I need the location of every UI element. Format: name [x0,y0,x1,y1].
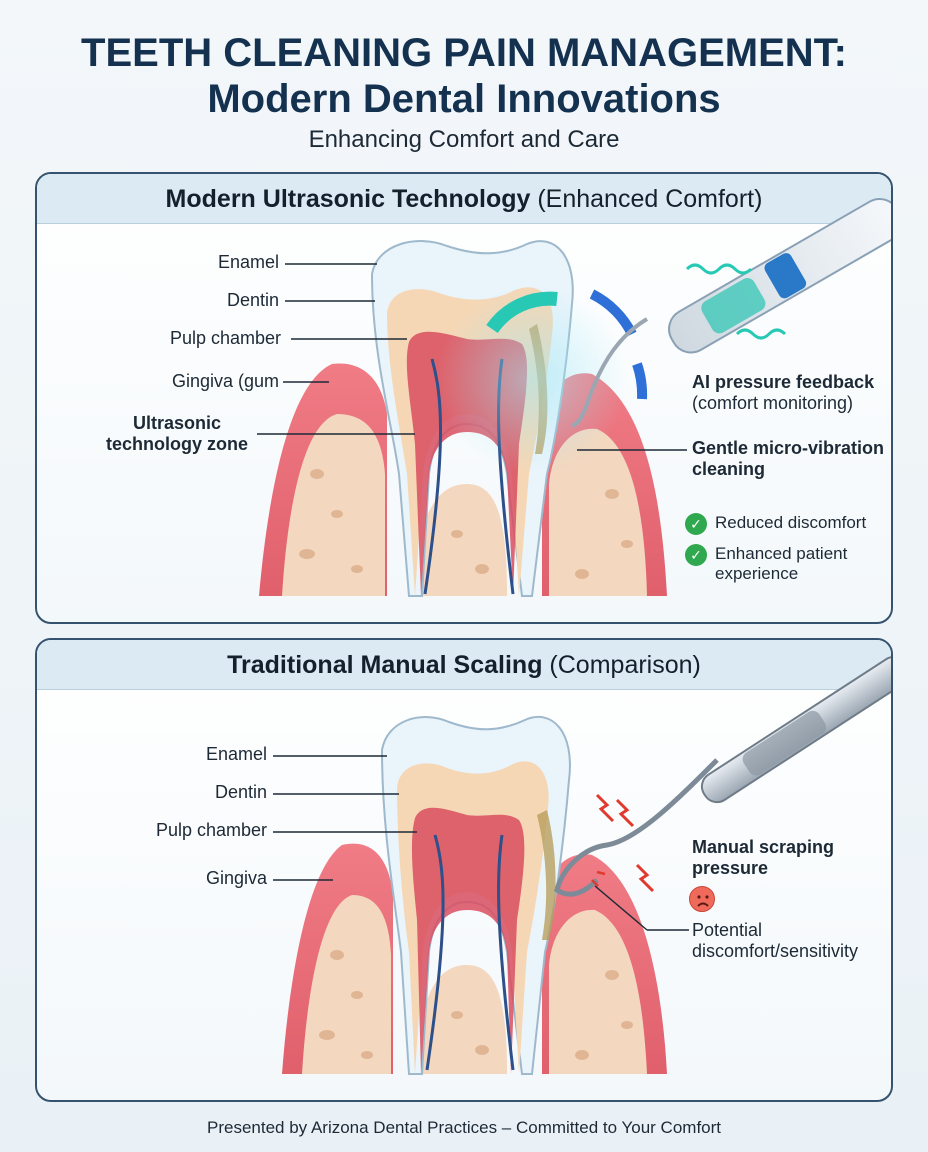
benefit-patient-experience: ✓ Enhanced patient experience [685,544,885,584]
ultrasonic-tip [571,317,649,428]
bone-pores [299,469,633,579]
vibration-wave-2 [735,328,787,340]
traditional-panel-title-rest: (Comparison) [542,651,701,679]
label-manual-pressure: Manual scraping pressure [692,837,835,878]
ultrasonic-handpiece [668,197,891,354]
bone-right [549,909,647,1074]
label-gingiva: Gingiva (gum [171,371,279,391]
label-dentin: Dentin [226,290,279,310]
bone-right [549,428,647,596]
label-micro-vibration: Gentle micro-vibration cleaning [692,438,885,479]
check-icon: ✓ [685,544,707,566]
modern-panel-header: Modern Ultrasonic Technology (Enhanced C… [37,174,891,224]
ultrasonic-glow [437,284,627,474]
label-dentin: Dentin [214,782,267,802]
benefit-reduced-discomfort: ✓ Reduced discomfort [685,513,866,535]
modern-tooth-diagram [257,197,891,597]
pain-bolt-icon [615,798,635,828]
main-title-line1: TEETH CLEANING PAIN MANAGEMENT: [81,31,847,75]
comfort-arc-teal [486,291,558,334]
irritation-mark [591,870,606,887]
pain-bolt-icon [595,793,615,823]
manual-scaler-handle [700,655,891,804]
label-enamel: Enamel [217,252,279,272]
comfort-arc-blue-2 [632,362,648,400]
leader-lines [273,755,689,931]
tartar-deposit [537,810,556,940]
label-enamel: Enamel [205,744,267,764]
label-pulp-chamber: Pulp chamber [155,820,267,840]
label-ai-pressure: AI pressure feedback [692,372,875,392]
modern-panel-title-bold: Modern Ultrasonic Technology [165,185,531,213]
modern-panel-title-rest: (Enhanced Comfort) [530,185,763,213]
bone-pores [319,950,633,1060]
tooth-pulp [411,807,525,1074]
label-gingiva: Gingiva [205,868,267,888]
pain-bolt-icon [635,863,655,893]
modern-ultrasonic-panel: Modern Ultrasonic Technology (Enhanced C… [35,172,893,624]
subtitle: Enhancing Comfort and Care [308,126,620,153]
sad-face-icon [689,886,715,912]
manual-scaler-tip [554,758,719,897]
traditional-panel-header: Traditional Manual Scaling (Comparison) [37,640,891,690]
label-pulp-chamber: Pulp chamber [169,328,281,348]
vibration-wave [685,263,753,275]
main-title-line2: Modern Dental Innovations [207,77,721,121]
traditional-scaling-panel: Traditional Manual Scaling (Comparison) [35,638,893,1102]
bone [302,895,391,1074]
footer-credit: Presented by Arizona Dental Practices – … [206,1118,722,1137]
check-icon: ✓ [685,513,707,535]
label-ai-sub: (comfort monitoring) [692,393,854,413]
leader-lines [257,263,687,451]
traditional-panel-title-bold: Traditional Manual Scaling [227,651,543,679]
label-ultrasonic-zone: Ultrasonic technology zone [105,413,248,454]
traditional-tooth-diagram [273,655,891,1075]
label-potential-discomfort: Potential discomfort/sensitivity [692,920,859,961]
